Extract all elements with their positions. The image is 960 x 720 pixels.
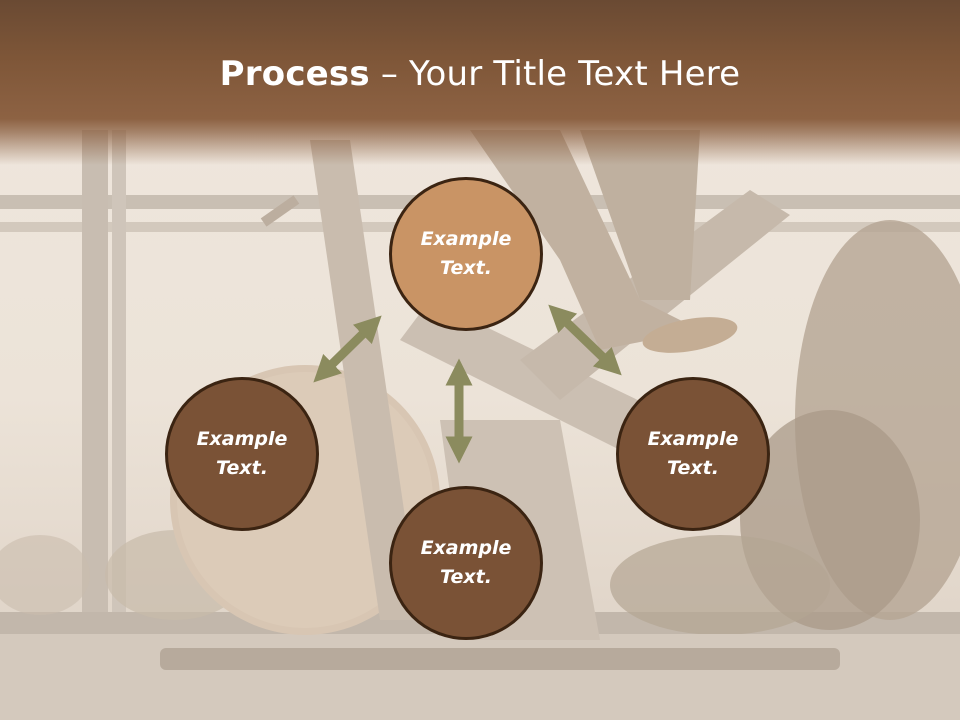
process-node-bottom-label: Example Text. <box>420 537 512 588</box>
process-node-top-label: Example Text. <box>420 228 512 279</box>
title-bold: Process <box>219 54 370 94</box>
title-bar <box>0 0 960 165</box>
title-rest: Your Title Text Here <box>409 54 741 94</box>
title-separator: – <box>369 54 410 94</box>
slide-title: Process – Your Title Text Here <box>0 52 960 96</box>
process-node-right-label: Example Text. <box>647 428 739 479</box>
process-node-right[interactable]: Example Text. <box>616 377 770 531</box>
process-node-left[interactable]: Example Text. <box>165 377 319 531</box>
process-node-left-label: Example Text. <box>196 428 288 479</box>
process-node-bottom[interactable]: Example Text. <box>389 486 543 640</box>
process-node-top[interactable]: Example Text. <box>389 177 543 331</box>
